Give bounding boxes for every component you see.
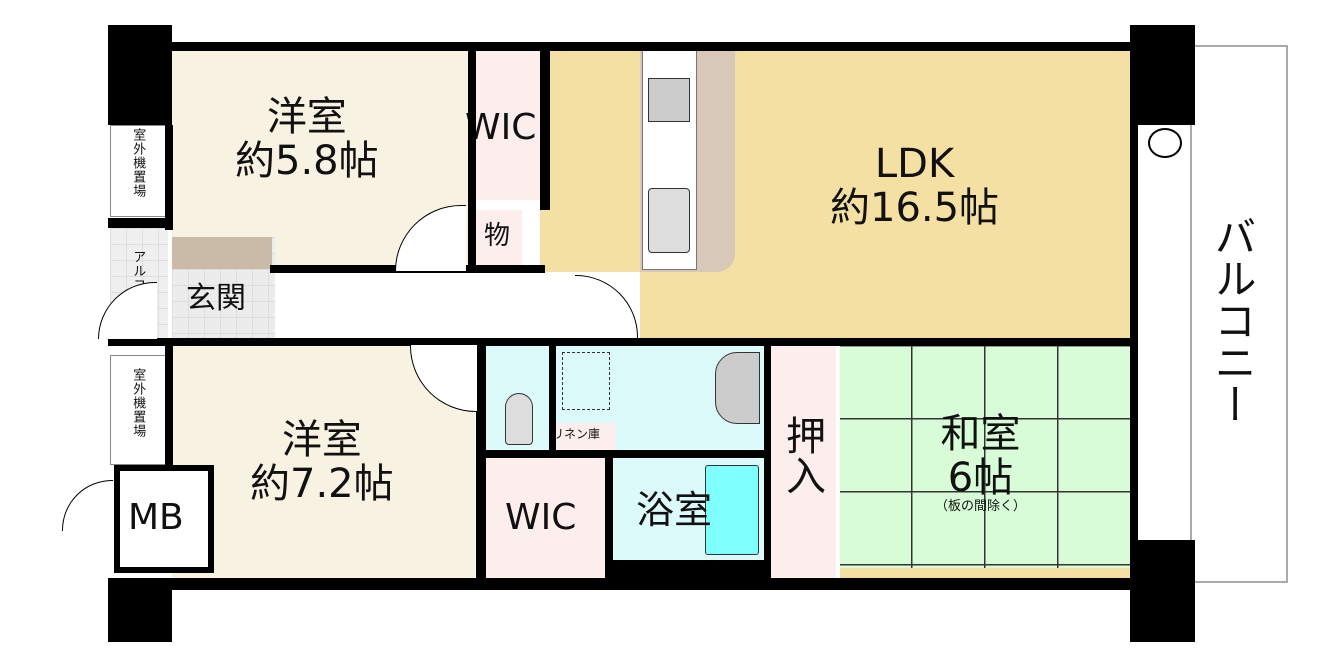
western-room-1-label: 洋室 約5.8帖 [235, 95, 379, 183]
wall-wic-bath [605, 457, 613, 578]
wall-mid-horizontal-2 [108, 338, 1138, 346]
wood-floor-strip [840, 568, 1132, 578]
wall-left-lower [165, 345, 173, 465]
wic-top-label: WIC [465, 107, 537, 148]
pillar-bottom-right [1130, 540, 1195, 642]
storage [475, 210, 522, 267]
shoe-cabinet [172, 237, 272, 269]
wall-bath-bottom [612, 560, 767, 580]
stove-icon [648, 78, 690, 122]
room-note: （板の間除く） [935, 499, 1027, 514]
storage-label: 物 [484, 221, 511, 251]
pillar-bottom-left [108, 580, 172, 642]
room-size: 約16.5帖 [830, 185, 1000, 231]
wall-wic-left [468, 50, 476, 270]
wall-left-upper [165, 125, 173, 230]
pillar-top-right [1130, 25, 1195, 125]
room-name: 洋室 [266, 94, 347, 140]
wall-right [1130, 125, 1138, 540]
washing-machine-space [562, 352, 610, 410]
wall-wic-right [540, 50, 550, 210]
japanese-room-label: 和室 6帖 （板の間除く） [935, 412, 1026, 514]
door-mb[interactable] [62, 480, 113, 531]
western-room-2-label: 洋室 約7.2帖 [250, 418, 394, 506]
wall-wet-mid [476, 450, 766, 458]
closet-label: 押入 [779, 415, 825, 495]
sink-icon [648, 188, 690, 253]
outdoor-unit-space-2 [110, 355, 168, 465]
wall-closet [764, 345, 771, 578]
pillar-top-left [108, 25, 172, 125]
ldk-label: LDK 約16.5帖 [830, 142, 999, 230]
linen-label: リネン庫 [552, 427, 601, 441]
mb-label: MB [128, 497, 184, 538]
room-size: 約7.2帖 [250, 461, 394, 507]
washbasin-icon [715, 352, 760, 424]
balcony [1190, 45, 1288, 583]
room-name: 洋室 [281, 417, 362, 463]
wic-bottom-label: WIC [505, 497, 577, 538]
japanese-room [840, 345, 1132, 570]
room-size: 6帖 [947, 455, 1014, 501]
drain-icon [1148, 128, 1182, 158]
wall-top [108, 42, 1135, 51]
room-name: 和室 [940, 411, 1021, 457]
outdoor-unit-label-2: 室外機置場 [130, 368, 146, 438]
wall-bottom [108, 578, 1135, 590]
bathtub-icon [705, 465, 759, 555]
wic-top [475, 50, 541, 200]
balcony-label: バルコニー [1208, 215, 1257, 425]
wall-toilet [549, 345, 556, 450]
outdoor-unit-label-1: 室外機置場 [130, 128, 146, 198]
entrance-label: 玄関 [186, 281, 246, 316]
room-size: 約5.8帖 [235, 138, 379, 184]
wall-mid-horizontal-1 [108, 218, 173, 228]
mb [114, 465, 214, 573]
linen-storage [556, 423, 616, 450]
door-front[interactable] [98, 282, 157, 339]
wic-bottom [485, 457, 605, 578]
closet [770, 345, 836, 578]
toilet-icon [505, 393, 533, 445]
bathroom-label: 浴室 [636, 488, 713, 532]
outdoor-unit-space-1 [110, 125, 168, 217]
wall-wet-left [476, 345, 486, 578]
room-name: LDK [874, 141, 955, 187]
